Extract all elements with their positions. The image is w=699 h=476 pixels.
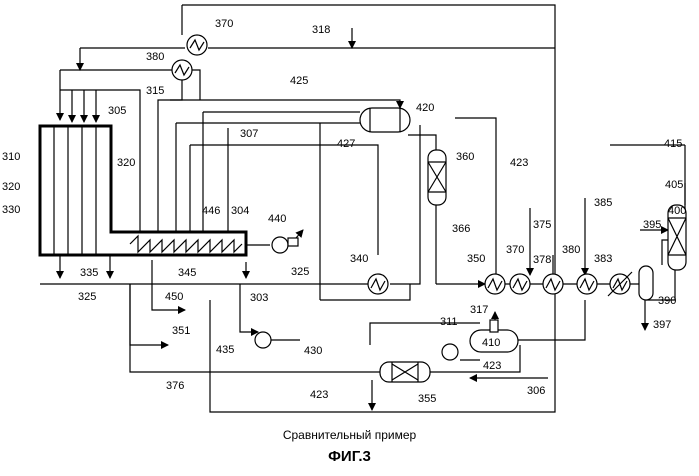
label-380: 380 — [146, 51, 164, 63]
exchanger-340 — [368, 274, 388, 294]
label-370: 370 — [215, 18, 233, 30]
label-360: 360 — [456, 151, 474, 163]
label-380: 380 — [562, 244, 580, 256]
label-383: 383 — [594, 253, 612, 265]
separator-420 — [360, 108, 410, 132]
label-351: 351 — [172, 325, 190, 337]
label-376: 376 — [166, 380, 184, 392]
reactor-360 — [428, 150, 446, 205]
label-405: 405 — [665, 179, 683, 191]
label-435: 435 — [216, 344, 234, 356]
label-420: 420 — [416, 102, 434, 114]
label-395: 395 — [643, 219, 661, 231]
exchanger-380 — [577, 274, 597, 294]
label-320: 320 — [2, 181, 20, 193]
exchanger-380-top — [172, 60, 192, 80]
label-350: 350 — [467, 253, 485, 265]
exchanger-370 — [510, 274, 530, 294]
label-366: 366 — [452, 223, 470, 235]
label-425: 425 — [290, 75, 308, 87]
exchanger-350 — [485, 274, 505, 294]
label-335: 335 — [80, 267, 98, 279]
label-385: 385 — [594, 197, 612, 209]
reference-labels: 310 320 330 320 305 315 380 370 318 425 … — [2, 18, 686, 405]
separator-390 — [639, 266, 653, 300]
exchanger-370-top — [187, 35, 207, 55]
label-397: 397 — [653, 319, 671, 331]
pump-423 — [442, 344, 458, 360]
label-307: 307 — [240, 128, 258, 140]
figure-label: ФИГ.3 — [0, 448, 699, 465]
label-446: 446 — [202, 205, 220, 217]
label-378: 378 — [533, 254, 551, 266]
label-375: 375 — [533, 219, 551, 231]
label-410: 410 — [482, 337, 500, 349]
label-305: 305 — [108, 105, 126, 117]
label-427: 427 — [337, 138, 355, 150]
label-325: 325 — [78, 291, 96, 303]
reactor-355 — [380, 362, 430, 382]
exchanger-383 — [608, 272, 632, 296]
pump-440 — [272, 237, 298, 253]
exchanger-378 — [543, 274, 563, 294]
label-423: 423 — [483, 360, 501, 372]
label-370: 370 — [506, 244, 524, 256]
label-303: 303 — [250, 292, 268, 304]
label-317: 317 — [470, 304, 488, 316]
label-306: 306 — [527, 385, 545, 397]
label-440: 440 — [268, 213, 286, 225]
label-400: 400 — [668, 205, 686, 217]
figure-caption: Сравнительный пример — [0, 428, 699, 442]
label-311: 311 — [440, 316, 458, 328]
label-325: 325 — [291, 266, 309, 278]
label-330: 330 — [2, 204, 20, 216]
process-lines — [40, 5, 685, 412]
label-390: 390 — [658, 295, 676, 307]
label-318: 318 — [312, 24, 330, 36]
label-450: 450 — [165, 291, 183, 303]
label-340: 340 — [350, 253, 368, 265]
label-430: 430 — [304, 345, 322, 357]
label-310: 310 — [2, 151, 20, 163]
label-423: 423 — [510, 157, 528, 169]
label-415: 415 — [664, 138, 682, 150]
label-320: 320 — [117, 157, 135, 169]
label-304: 304 — [231, 205, 249, 217]
pump-435 — [255, 332, 271, 348]
label-355: 355 — [418, 393, 436, 405]
label-345: 345 — [178, 267, 196, 279]
label-315: 315 — [146, 85, 164, 97]
label-423: 423 — [310, 389, 328, 401]
